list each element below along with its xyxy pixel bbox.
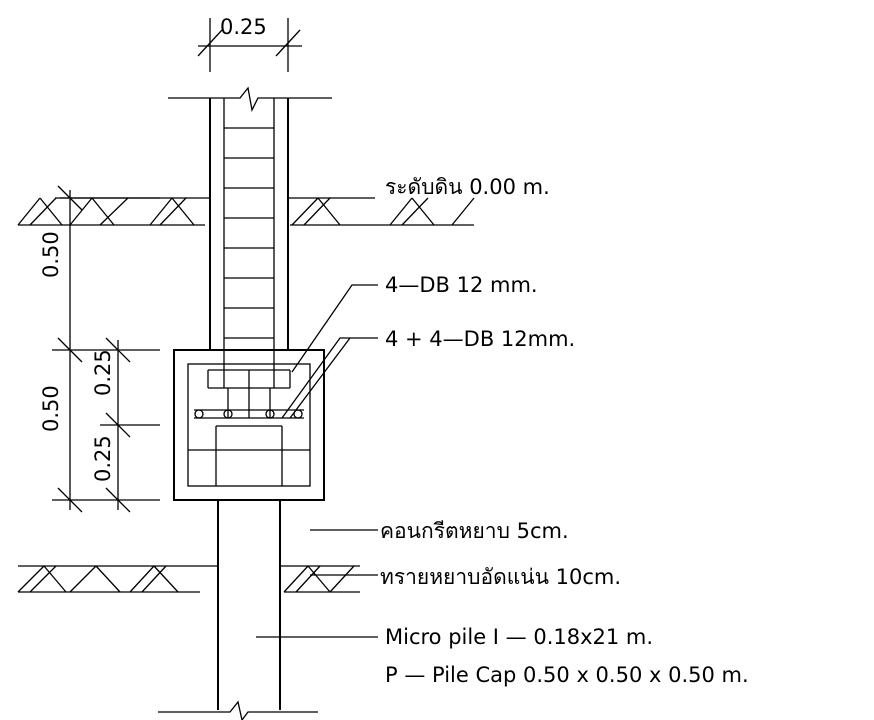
top-break-line [168,86,332,113]
column-width-label: 0.25 [220,15,267,39]
ground-line [17,197,475,226]
cap-lower-part-label: 0.25 [91,435,115,482]
height-dimensions: 0.50 0.50 0.25 0.25 [39,185,160,513]
pile-cap [173,349,325,501]
column-rebar-label: 4—DB 12 mm. [385,273,538,297]
upper-height-label: 0.50 [39,231,63,278]
column [209,98,289,388]
ground-level-label: ระดับดิน 0.00 m. [385,175,550,199]
lean-concrete-label: คอนกรีตหยาบ 5cm. [380,519,569,543]
cap-rebar-label: 4 + 4—DB 12mm. [385,327,575,351]
micro-pile [158,500,318,720]
cap-upper-part-label: 0.25 [91,349,115,396]
pile-cap-label: P — Pile Cap 0.50 x 0.50 x 0.50 m. [385,663,749,687]
cap-height-label: 0.50 [39,385,63,432]
column-width-dimension: 0.25 [197,15,302,72]
leaders [256,284,378,638]
compacted-sand-label: ทรายหยาบอัดแน่น 10cm. [380,565,621,589]
sand-layer-ground [17,565,360,593]
micro-pile-label: Micro pile I — 0.18x21 m. [385,625,653,649]
